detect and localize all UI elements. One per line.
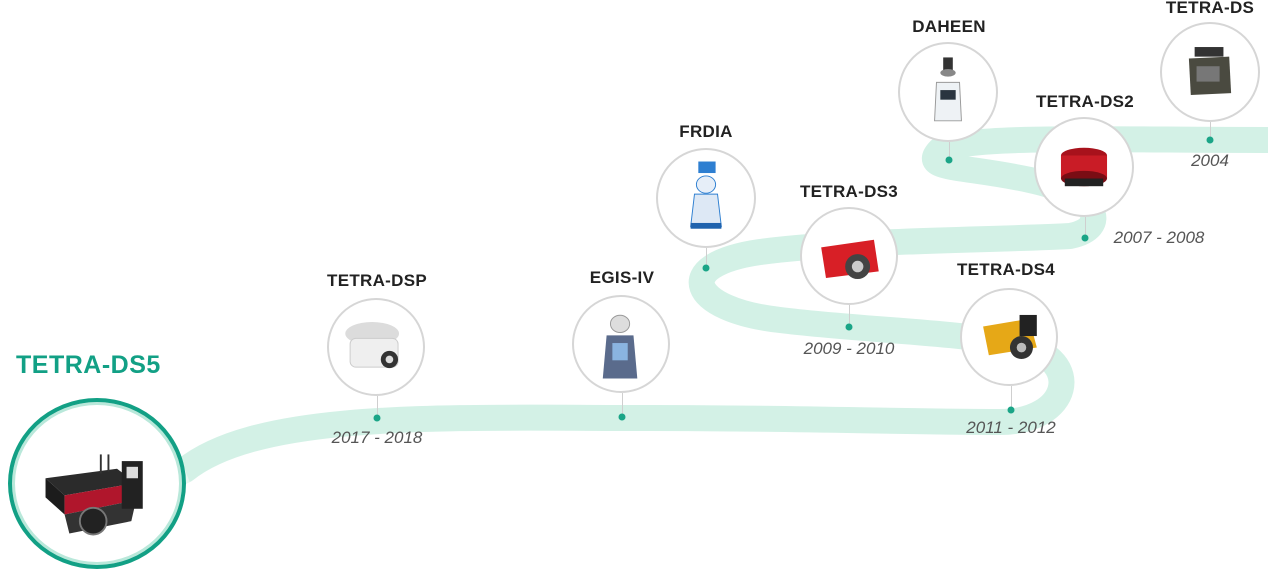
robot-year: 2017 - 2018: [331, 428, 423, 447]
tetra-ds5-robot-icon: [8, 398, 186, 569]
daheen-robot-icon: [898, 42, 998, 142]
robot-year: 2009 - 2010: [803, 339, 895, 358]
tetra-ds-robot-icon: [1160, 22, 1260, 122]
timeline-dot: [1081, 234, 1089, 242]
connector-line: [849, 305, 850, 327]
connector-line: [622, 393, 623, 417]
robot-title: FRDIA: [679, 122, 733, 141]
egis-iv-robot-icon: [572, 295, 670, 393]
timeline-dot: [845, 323, 853, 331]
timeline-dot: [373, 414, 381, 422]
connector-line: [949, 142, 950, 160]
tetra-ds3-robot-icon: [800, 207, 898, 305]
tetra-ds2-robot-icon: [1034, 117, 1134, 217]
robot-title: DAHEEN: [912, 17, 986, 36]
timeline-dot: [1206, 136, 1214, 144]
robot-title: TETRA-DS2: [1035, 92, 1135, 111]
connector-line: [1085, 217, 1086, 238]
connector-line: [1210, 122, 1211, 140]
connector-line: [1011, 386, 1012, 410]
connector-line: [706, 248, 707, 268]
timeline-dot: [945, 156, 953, 164]
robot-title: TETRA-DSP: [327, 271, 427, 290]
timeline-dot: [618, 413, 626, 421]
robot-year: 2004: [1191, 151, 1229, 170]
robot-title: TETRA-DS: [1165, 0, 1255, 17]
robot-year: 2007 - 2008: [1113, 228, 1205, 247]
robot-title: TETRA-DS4: [956, 260, 1056, 279]
tetra-ds4-robot-icon: [960, 288, 1058, 386]
robot-title: TETRA-DS3: [799, 182, 899, 201]
timeline-dot: [702, 264, 710, 272]
frdia-robot-icon: [656, 148, 756, 248]
connector-line: [377, 396, 378, 418]
robot-year: 2011 - 2012: [966, 418, 1056, 437]
featured-robot-title: TETRA-DS5: [16, 351, 161, 379]
timeline-dot: [1007, 406, 1015, 414]
robot-title: EGIS-IV: [589, 268, 655, 287]
tetra-dsp-robot-icon: [327, 298, 425, 396]
